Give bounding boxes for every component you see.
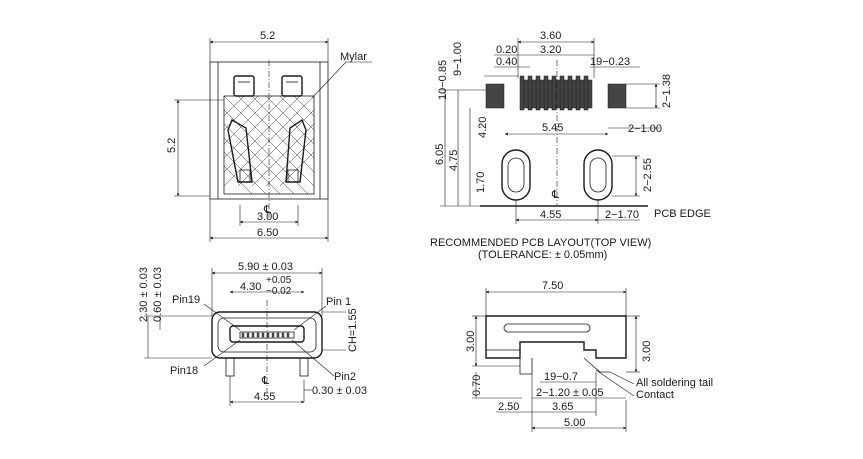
top-view-width: 5.2 [260,30,275,42]
front-tol-minus: −0.02 [266,286,292,297]
pcb-dim-420: 4.20 [477,117,489,138]
mylar-hatch [223,95,315,195]
pcb-centerline: ℄ [551,189,559,201]
top-view-overall-width: 6.50 [257,227,278,239]
top-view-height: 5.2 [166,138,178,153]
side-dim-19-07: 19−0.7 [544,371,578,383]
front-tol-plus: +0.05 [266,275,292,286]
pcb-dim-9-100: 9−1.00 [452,42,464,76]
pcb-pitch-total: 3.60 [540,30,561,42]
pcb-dim-475: 4.75 [448,150,460,171]
front-contact-row [241,332,290,338]
pcb-layout: 3.60 0.20 3.20 0.40 19−0.23 [430,30,711,261]
pcb-dim-455: 4.55 [540,209,561,221]
side-dim-070: 0.70 [471,375,483,396]
side-dim-365: 3.65 [552,401,573,413]
top-view-centerline: ℄ [263,204,271,216]
side-dim-250: 2.50 [498,401,519,413]
front-dim-455: 4.55 [254,391,275,403]
side-view: 7.50 3.00 3.00 0.70 19−0.7 All soldering… [465,280,713,432]
pcb-pad-span: 3.20 [540,44,561,56]
pcb-edge-label: PCB EDGE [654,208,711,220]
front-centerline: ℄ [261,375,269,387]
front-dim-060: 0.60 ± 0.03 [152,267,164,322]
side-dim-500: 5.00 [564,417,585,429]
pcb-dim-605: 6.05 [434,144,446,165]
pcb-pad-range: 19−0.23 [590,56,630,68]
soldering-label: All soldering tail [636,377,713,389]
pcb-dim-2-170: 2−1.70 [605,209,639,221]
pcb-caption-title: RECOMMENDED PCB LAYOUT(TOP VIEW) [430,237,651,249]
front-ch: CH=1.55 [347,308,359,352]
pin19-label: Pin19 [172,294,200,306]
contact-label: Contact [636,389,674,401]
side-dim-300-right: 3.00 [641,341,653,362]
pcb-dim-10-085: 10−0.85 [437,60,449,100]
top-view: ℄ 5.2 Mylar 5.2 3.00 6.50 [166,30,372,242]
pcb-dim-545: 5.45 [542,122,563,134]
side-dim-300-left: 3.00 [465,331,477,352]
pcb-pitch: 0.20 [496,44,517,56]
side-dim-2-120: 2−1.20 ± 0.05 [536,387,604,399]
pin2-label: Pin2 [334,371,356,383]
pcb-dim-2-255: 2−2.55 [642,158,654,192]
front-view: 5.90 ± 0.03 4.30 +0.05 −0.02 2.30 ± 0.03… [138,261,367,406]
front-dim-230: 2.30 ± 0.03 [138,267,150,322]
front-dim-430: 4.30 [240,281,261,293]
mylar-label: Mylar [340,51,367,63]
pin1-label: Pin 1 [326,296,351,308]
top-view-inner-width: 3.00 [257,211,278,223]
side-dim-750: 7.50 [542,280,563,292]
pcb-dim-2-100: 2−1.00 [628,123,662,135]
pin18-label: Pin18 [170,365,198,377]
pcb-dim-2-138: 2−1.38 [661,74,673,108]
pcb-dim-170: 1.70 [475,172,487,193]
pcb-pad-row [519,75,593,111]
front-dim-030: 0.30 ± 0.03 [312,385,367,397]
pcb-pad-width: 0.40 [496,56,517,68]
pcb-caption-tolerance: (TOLERANCE: ± 0.05mm) [478,249,607,261]
front-dim-590: 5.90 ± 0.03 [238,261,293,273]
